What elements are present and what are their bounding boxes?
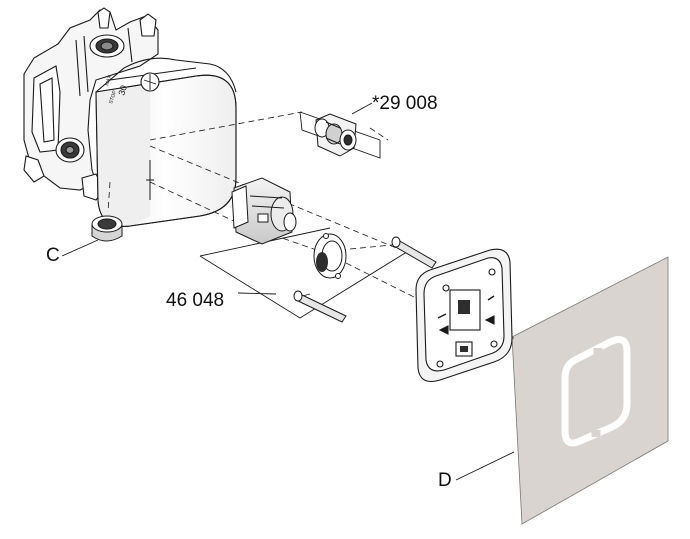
part-29008-insert — [314, 113, 357, 157]
template-cutout — [561, 336, 631, 447]
label-part-c: C — [46, 245, 60, 266]
label-part-d: D — [438, 470, 452, 491]
mounting-screws — [293, 236, 437, 323]
valve-body — [23, 7, 237, 228]
scale-marking: 30 — [116, 84, 129, 97]
part-c-plug — [91, 215, 123, 242]
label-part-46048: 46 048 — [166, 290, 225, 311]
stop-marking: STOP — [108, 89, 118, 104]
housing-markings: 30 STOP MAX — [104, 74, 129, 105]
max-marking: MAX — [104, 74, 113, 87]
mounting-plate — [415, 248, 513, 383]
retaining-ring — [313, 233, 347, 279]
label-part-29008: *29 008 — [372, 93, 438, 114]
part-46048-cartridge — [231, 177, 297, 245]
installation-template-d — [511, 256, 669, 525]
